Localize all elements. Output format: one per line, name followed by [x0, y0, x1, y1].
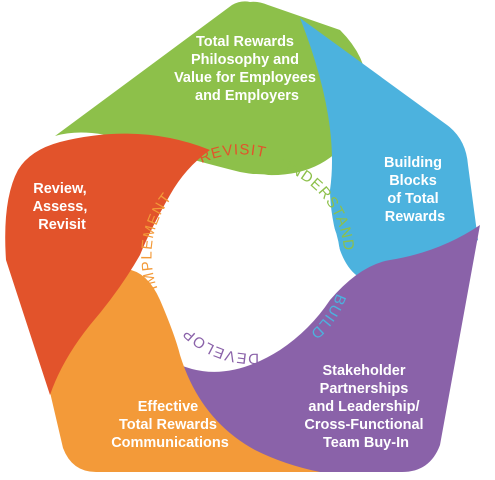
segment-label-orange: Effective Total Rewards Communications — [111, 399, 229, 451]
segment-label-green: Total Rewards Philosophy and Value for E… — [174, 34, 320, 104]
segment-orange — [42, 268, 320, 472]
center-circle — [172, 174, 340, 342]
segment-label-purple: Stakeholder Partnerships and Leadership/… — [304, 363, 427, 451]
segment-label-blue: Building Blocks of Total Rewards — [384, 155, 446, 225]
segment-red — [5, 133, 211, 395]
segment-label-red: Review, Assess, Revisit — [33, 181, 92, 233]
segment-purple — [170, 225, 480, 472]
segment-blue — [300, 18, 478, 283]
segment-green — [55, 1, 367, 176]
